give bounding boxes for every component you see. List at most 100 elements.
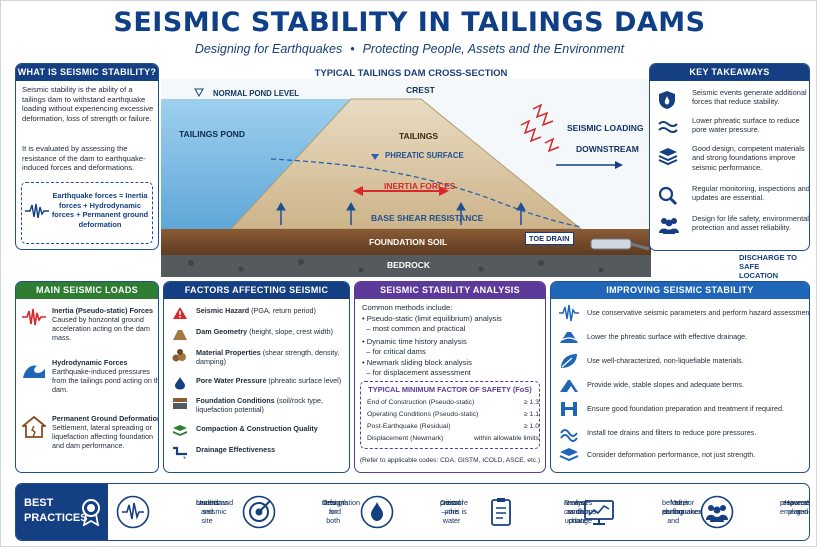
improving-panel: IMPROVING SEISMIC STABILITY Use conserva… — [550, 281, 810, 473]
monitor-chart-icon — [584, 500, 614, 525]
subtitle-separator: • — [350, 42, 355, 56]
factors-heading: FACTORS AFFECTING SEISMIC STABILITY — [164, 282, 349, 312]
takeaway-text: Good design, competent materials and str… — [692, 144, 805, 172]
label-foundation: FOUNDATION SOIL — [369, 237, 448, 247]
phreatic-line — [270, 158, 582, 228]
fos-row: Operating Conditions (Pseudo-static) ≥ 1.… — [367, 411, 539, 418]
load-description: Earthquake-induced pressures from the ta… — [52, 367, 159, 394]
label-seismic-loading: SEISMIC LOADING — [567, 123, 644, 133]
fos-case: Post-Earthquake (Residual) — [367, 423, 451, 430]
label-bedrock: BEDROCK — [387, 260, 430, 270]
factor-text: Dam Geometry (height, slope, crest width… — [196, 327, 349, 336]
inertia-arrow — [353, 186, 449, 196]
factor-item: Drainage Effectiveness — [172, 445, 349, 463]
takeaway-text: Regular monitoring, inspections and upda… — [692, 184, 810, 203]
loads-panel: MAIN SEISMIC LOADS Inertia (Pseudo-stati… — [15, 281, 159, 473]
factor-title: Pore Water Pressure — [196, 376, 267, 385]
target-icon — [242, 495, 276, 529]
toe-drain — [590, 238, 650, 251]
compaction-icon — [173, 425, 187, 436]
factor-text: Compaction & Construction Quality — [196, 424, 349, 433]
takeaways-heading: KEY TAKEAWAYS — [650, 64, 809, 81]
method-name: Pseudo-static (limit equilibrium) analys… — [366, 314, 502, 323]
phreatic-drain-icon — [560, 332, 578, 343]
foundation-icon — [173, 398, 187, 409]
subtitle-part-2: Protecting People, Assets and the Enviro… — [362, 42, 625, 56]
factor-item: Seismic Hazard (PGA, return period) — [172, 306, 349, 324]
phreatic-marker — [371, 154, 379, 160]
what-is-heading: WHAT IS SEISMIC STABILITY? — [16, 64, 158, 81]
seismograph-icon — [22, 308, 46, 326]
label-pond-level: NORMAL POND LEVEL — [213, 89, 300, 98]
factor-text: Pore Water Pressure (phreatic surface le… — [196, 376, 349, 385]
load-description: Settlement, lateral spreading or liquefa… — [52, 423, 153, 450]
label-base-shear: BASE SHEAR RESISTANCE — [371, 213, 484, 223]
improve-item: Ensure good foundation preparation and t… — [559, 400, 804, 420]
clipboard-icon — [491, 498, 511, 526]
improve-text: Install toe drains and filters to reduce… — [587, 428, 757, 437]
improve-item: Install toe drains and filters to reduce… — [559, 424, 804, 444]
method-note: – for critical dams — [366, 346, 426, 356]
improve-text: Use conservative seismic parameters and … — [587, 308, 810, 317]
factor-text: Drainage Effectiveness — [196, 445, 349, 454]
label-discharge: DISCHARGE TO SAFE LOCATION — [739, 253, 798, 281]
people-icon — [659, 218, 679, 234]
magnifier-icon — [658, 186, 678, 206]
subtitle-part-1: Designing for Earthquakes — [194, 42, 343, 56]
takeaways-panel: KEY TAKEAWAYS Seismic events generate ad… — [649, 63, 810, 251]
downstream-arrowhead — [615, 161, 623, 169]
load-title: Hydrodynamic Forces — [52, 358, 128, 367]
factor-item: Compaction & Construction Quality — [172, 424, 349, 442]
takeaway-item: Design for life safety, environmental pr… — [658, 214, 809, 248]
fos-row: Post-Earthquake (Residual) ≥ 1.0 — [367, 423, 539, 430]
dam-geometry-icon — [173, 330, 187, 340]
layers-icon — [658, 148, 678, 166]
pond-level-marker — [194, 88, 204, 98]
seismograph-circle-icon — [116, 495, 150, 529]
factor-title: Drainage Effectiveness — [196, 445, 276, 454]
factors-panel: FACTORS AFFECTING SEISMIC STABILITY Seis… — [163, 281, 350, 473]
method-item: • Pseudo-static (limit equilibrium) anal… — [362, 314, 502, 333]
fos-value: ≥ 1.1 — [523, 411, 539, 418]
takeaway-text: Design for life safety, environmental pr… — [692, 214, 809, 233]
fos-case: Displacement (Newmark) — [367, 435, 444, 442]
improve-item: Lower the phreatic surface with effectiv… — [559, 328, 804, 348]
fos-case: Operating Conditions (Pseudo-static) — [367, 411, 479, 418]
factor-text: Foundation Conditions (soil/rock type, l… — [196, 396, 349, 414]
takeaway-item: Lower phreatic surface to reduce pore wa… — [658, 116, 809, 150]
toe-drain-icon — [560, 429, 578, 442]
takeaway-item: Seismic events generate additional force… — [658, 88, 809, 122]
improve-item: Provide wide, stable slopes and adequate… — [559, 376, 804, 396]
improve-item: Use well-characterized, non-liquefiable … — [559, 352, 804, 372]
factor-text: Seismic Hazard (PGA, return period) — [196, 306, 349, 315]
what-is-panel: WHAT IS SEISMIC STABILITY? Seismic stabi… — [15, 63, 159, 250]
factor-text: Material Properties (shear strength, den… — [196, 348, 349, 366]
method-name: Newmark sliding block analysis — [366, 358, 472, 367]
deformation-icon — [559, 448, 579, 462]
improve-text: Use well-characterized, non-liquefiable … — [587, 356, 744, 365]
analysis-note: (Refer to applicable codes: CDA, GISTM, … — [359, 457, 541, 464]
factor-detail: (soil/rock type, liquefaction potential) — [196, 396, 323, 414]
medal-icon — [82, 499, 100, 526]
factor-item: Dam Geometry (height, slope, crest width… — [172, 327, 349, 345]
fos-value: ≥ 1.0 — [523, 423, 539, 430]
bedrock-texture — [188, 259, 604, 273]
formula-text: Earthquake forces = Inertia forces + Hyd… — [51, 191, 149, 229]
label-crest: CREST — [406, 85, 435, 95]
page-title: SEISMIC STABILITY IN TAILINGS DAMS — [113, 7, 706, 38]
foundation-treatment-icon — [561, 402, 577, 416]
shield-icon — [659, 91, 675, 109]
fos-row: End of Construction (Pseudo-static)≥ 1.3 — [367, 399, 539, 406]
factor-title: Material Properties — [196, 348, 261, 357]
water-drop-icon — [175, 377, 185, 390]
method-item: • Dynamic time history analysis – for cr… — [362, 337, 467, 356]
